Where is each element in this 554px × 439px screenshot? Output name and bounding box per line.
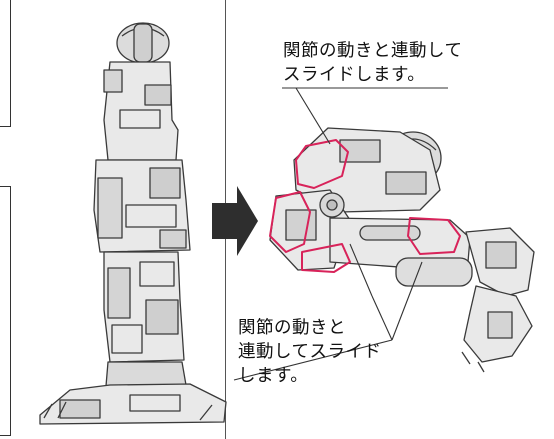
lower-callout-line-1: 関節の動きと (238, 318, 346, 338)
lower-callout-line-3: します。 (238, 366, 309, 386)
left-bracket-bottom (0, 186, 11, 436)
highlighted-sliding-armor (269, 139, 461, 273)
upper-callout-text: 関節の動きと連動して スライドします。 (283, 39, 462, 87)
leader-lines (233, 87, 448, 381)
bent-leg-illustration (269, 127, 535, 373)
lower-callout-text: 関節の動きと 連動してスライド します。 (238, 316, 381, 388)
lower-callout-line-2: 連動してスライド (238, 342, 382, 362)
standing-leg-illustration (39, 22, 227, 425)
upper-callout-line-2: スライドします。 (283, 65, 426, 85)
transition-arrow (212, 186, 258, 256)
left-bracket-top (0, 0, 11, 127)
upper-callout-line-1: 関節の動きと連動して (283, 41, 463, 61)
